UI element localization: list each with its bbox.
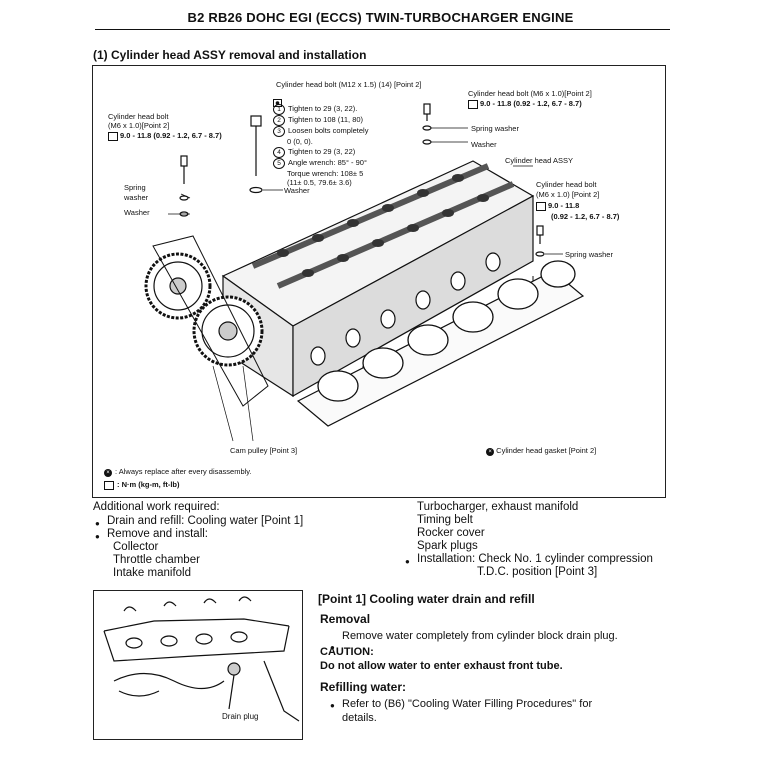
mid-right-bolt-spec: (M6 x 1.0) [Point 2] <box>536 190 600 199</box>
list-item: T.D.C. position [Point 3] <box>477 566 598 578</box>
step-text: Torque wrench: 108± 5 <box>287 168 364 178</box>
engine-block-illustration <box>103 596 300 722</box>
step-num: 4 <box>273 146 285 158</box>
legend-torque-text: : N·m (kg-m, ft-lb) <box>117 480 180 489</box>
spring-washer-label: washer <box>124 193 149 202</box>
cylinder-head-assy-label: Cylinder head ASSY <box>505 156 573 165</box>
top-right-spring-washer-label: Spring washer <box>471 124 519 133</box>
mid-right-bolt-label: Cylinder head bolt <box>536 180 597 189</box>
legend-replace: ×: Always replace after every disassembl… <box>104 467 252 477</box>
torque-wrench-icon <box>108 131 118 141</box>
list-item: Remove and install: <box>95 528 303 543</box>
list-item: Drain and refill: Cooling water [Point 1… <box>95 515 303 530</box>
list-item: Rocker cover <box>417 527 485 539</box>
step-text: Tighten to 29 (3, 22). <box>288 104 358 113</box>
step-text: Tighten to 108 (11, 80) <box>288 115 364 124</box>
bolt-m12-label: Cylinder head bolt (M12 x 1.5) (14) [Poi… <box>276 80 422 89</box>
removal-heading: Removal <box>320 612 371 626</box>
point1-title: [Point 1] Cooling water drain and refill <box>318 592 535 606</box>
replace-icon: × <box>486 447 495 456</box>
refill-text: Refer to (B6) "Cooling Water Filling Pro… <box>330 697 667 725</box>
caution-heading: CAUTION: <box>320 646 374 658</box>
gasket-label: ×Cylinder head gasket [Point 2] <box>482 436 596 456</box>
list-item: Turbocharger, exhaust manifold <box>417 501 579 513</box>
list-item: Intake manifold <box>113 567 191 579</box>
list-item: Collector <box>113 541 159 553</box>
replace-icon: × <box>104 469 112 477</box>
list-item: Installation: Check No. 1 cylinder compr… <box>405 553 653 568</box>
left-bolt-torque: 9.0 - 11.8 (0.92 - 1.2, 6.7 - 8.7) <box>108 131 222 141</box>
washer-label: Washer <box>284 186 310 195</box>
removal-text-value: Remove water completely from cylinder bl… <box>342 630 618 642</box>
step-text: Loosen bolts completely <box>288 126 369 135</box>
exploded-view-figure <box>92 65 666 498</box>
step-text: Tighten to 29 (3, 22) <box>288 146 356 156</box>
spring-label: Spring <box>124 183 146 192</box>
left-bolt-torque-value: 9.0 - 11.8 (0.92 - 1.2, 6.7 - 8.7) <box>120 131 222 140</box>
removal-text: Remove water completely from cylinder bl… <box>330 629 618 655</box>
drain-plug-label: Drain plug <box>222 712 259 721</box>
top-right-bolt-torque: 9.0 - 11.8 (0.92 - 1.2, 6.7 - 8.7) <box>468 99 582 109</box>
torque-wrench-icon <box>104 480 114 490</box>
cam-pulley-label: Cam pulley [Point 3] <box>230 446 298 455</box>
page-title: B2 RB26 DOHC EGI (ECCS) TWIN-TURBOCHARGE… <box>187 10 574 25</box>
top-right-washer-label: Washer <box>471 140 497 149</box>
top-right-bolt-torque-value: 9.0 - 11.8 (0.92 - 1.2, 6.7 - 8.7) <box>480 99 582 108</box>
caution-text: Do not allow water to enter exhaust fron… <box>320 660 563 672</box>
step-num: 3 <box>273 126 285 137</box>
left-bolt-spec: (M6 x 1.0)[Point 2] <box>108 121 170 130</box>
list-item: Timing belt <box>417 514 473 526</box>
section-title: (1) Cylinder head ASSY removal and insta… <box>93 48 367 62</box>
step-text: 0 (0, 0). <box>287 137 313 146</box>
refill-text-line1: Refer to (B6) "Cooling Water Filling Pro… <box>330 697 667 713</box>
mid-right-bolt-torque-value: 9.0 - 11.8 <box>548 201 580 210</box>
step-num: 5 <box>273 157 285 169</box>
mid-right-bolt-torque-imperial: (0.92 - 1.2, 6.7 - 8.7) <box>551 212 620 221</box>
list-item: Throttle chamber <box>113 554 200 566</box>
cylinder-head-illustration <box>144 103 585 442</box>
legend-torque: : N·m (kg-m, ft-lb) <box>104 480 180 490</box>
torque-wrench-icon <box>536 201 546 211</box>
legend-replace-text: : Always replace after every disassembly… <box>115 467 252 476</box>
mid-right-spring-washer-label: Spring washer <box>565 250 613 259</box>
drain-plug-figure <box>93 590 303 740</box>
additional-left-list: Drain and refill: Cooling water [Point 1… <box>95 515 303 580</box>
refill-heading: Refilling water: <box>320 680 407 694</box>
step-num: 2 <box>273 115 285 126</box>
top-right-bolt-label: Cylinder head bolt (M6 x 1.0)[Point 2] <box>468 89 592 98</box>
mid-right-bolt-torque: 9.0 - 11.8 <box>536 201 579 211</box>
step-text: Angle wrench: 85° - 90° <box>288 157 367 167</box>
torque-wrench-icon <box>468 99 478 109</box>
additional-right-list: Turbocharger, exhaust manifold Timing be… <box>405 501 653 579</box>
step-num: 1 <box>273 104 285 115</box>
gasket-label-text: Cylinder head gasket [Point 2] <box>496 445 597 455</box>
title-rule <box>95 29 670 30</box>
refill-text-line2: details. <box>342 712 377 724</box>
left-bolt-label: Cylinder head bolt <box>108 112 169 121</box>
list-item: Spark plugs <box>417 540 478 552</box>
additional-heading: Additional work required: <box>93 501 220 513</box>
left-washer-label: Washer <box>124 208 150 217</box>
step-text: (11± 0.5, 79.6± 3.6) <box>287 178 352 187</box>
